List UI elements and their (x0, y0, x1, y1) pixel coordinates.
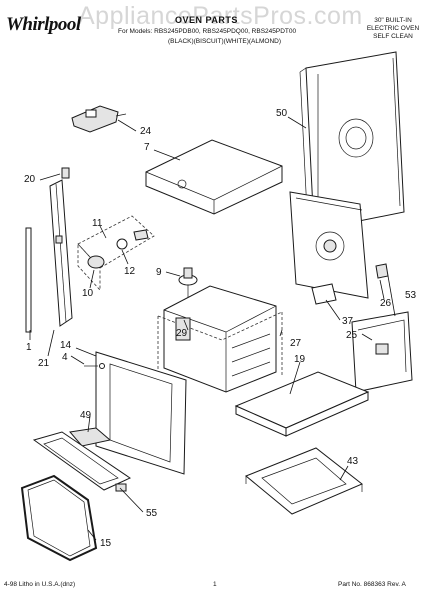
callout-20: 20 (24, 174, 36, 185)
callout-12: 12 (124, 266, 136, 277)
callout-15: 15 (100, 538, 112, 549)
callout-24: 24 (140, 126, 152, 137)
callout-27: 27 (290, 338, 302, 349)
callout-leaders (29, 116, 396, 541)
callout-19: 19 (294, 354, 306, 365)
callout-50: 50 (276, 108, 288, 119)
callout-29: 29 (176, 328, 188, 339)
callout-37: 37 (342, 316, 354, 327)
diagram-title: OVEN PARTS (175, 15, 238, 25)
part-gasket-strip (25, 227, 32, 333)
product-line-1: 30" BUILT-IN (374, 17, 412, 24)
product-line-3: SELF CLEAN (373, 33, 413, 40)
part-door-gasket (20, 474, 98, 562)
callout-14: 14 (60, 340, 72, 351)
part-door-frame (32, 431, 132, 492)
models-line: For Models: RBS245PDB00, RBS245PDQ00, RB… (118, 28, 297, 35)
footer-page-number: 1 (213, 581, 217, 588)
callout-21: 21 (38, 358, 50, 369)
part-front-frame (84, 351, 187, 475)
callout-53: 53 (405, 290, 417, 301)
part-top-panel (145, 139, 283, 215)
callout-9: 9 (156, 267, 162, 278)
callout-11: 11 (92, 218, 103, 229)
product-line-2: ELECTRIC OVEN (366, 25, 420, 32)
part-control-housing (351, 311, 413, 393)
callout-4: 4 (62, 352, 68, 363)
part-bottom-tray (234, 371, 370, 437)
callout-43: 43 (347, 456, 359, 467)
footer-part-number: Part No. 868363 Rev. A (338, 581, 406, 588)
part-control-group (77, 215, 155, 292)
callout-25: 25 (346, 330, 358, 341)
callout-labels: 24 50 7 20 11 12 10 9 26 53 1 21 14 4 29… (24, 108, 417, 549)
watermark: AppliancePartsPros.com (78, 2, 363, 30)
part-clip (61, 167, 70, 179)
callout-1: 1 (26, 342, 32, 353)
part-side-panel (289, 191, 389, 305)
callout-10: 10 (82, 288, 94, 299)
callout-55: 55 (146, 508, 158, 519)
part-oven-cavity (157, 285, 283, 393)
callout-49: 49 (80, 410, 92, 421)
callout-7: 7 (144, 142, 150, 153)
product-description: 30" BUILT-IN ELECTRIC OVEN SELF CLEAN (353, 17, 433, 41)
part-side-trim (49, 179, 73, 327)
brand-logo: Whirlpool (6, 14, 81, 35)
part-drip-tray (245, 447, 363, 515)
callout-26: 26 (380, 298, 392, 309)
footer-print-info: 4-98 Litho in U.S.A.(dnz) (4, 581, 76, 588)
colors-line: (BLACK)(BISCUIT)(WHITE)(ALMOND) (168, 38, 282, 45)
part-vent-strip (69, 427, 112, 447)
part-terminal-block (71, 105, 127, 133)
part-sensor (178, 267, 198, 300)
